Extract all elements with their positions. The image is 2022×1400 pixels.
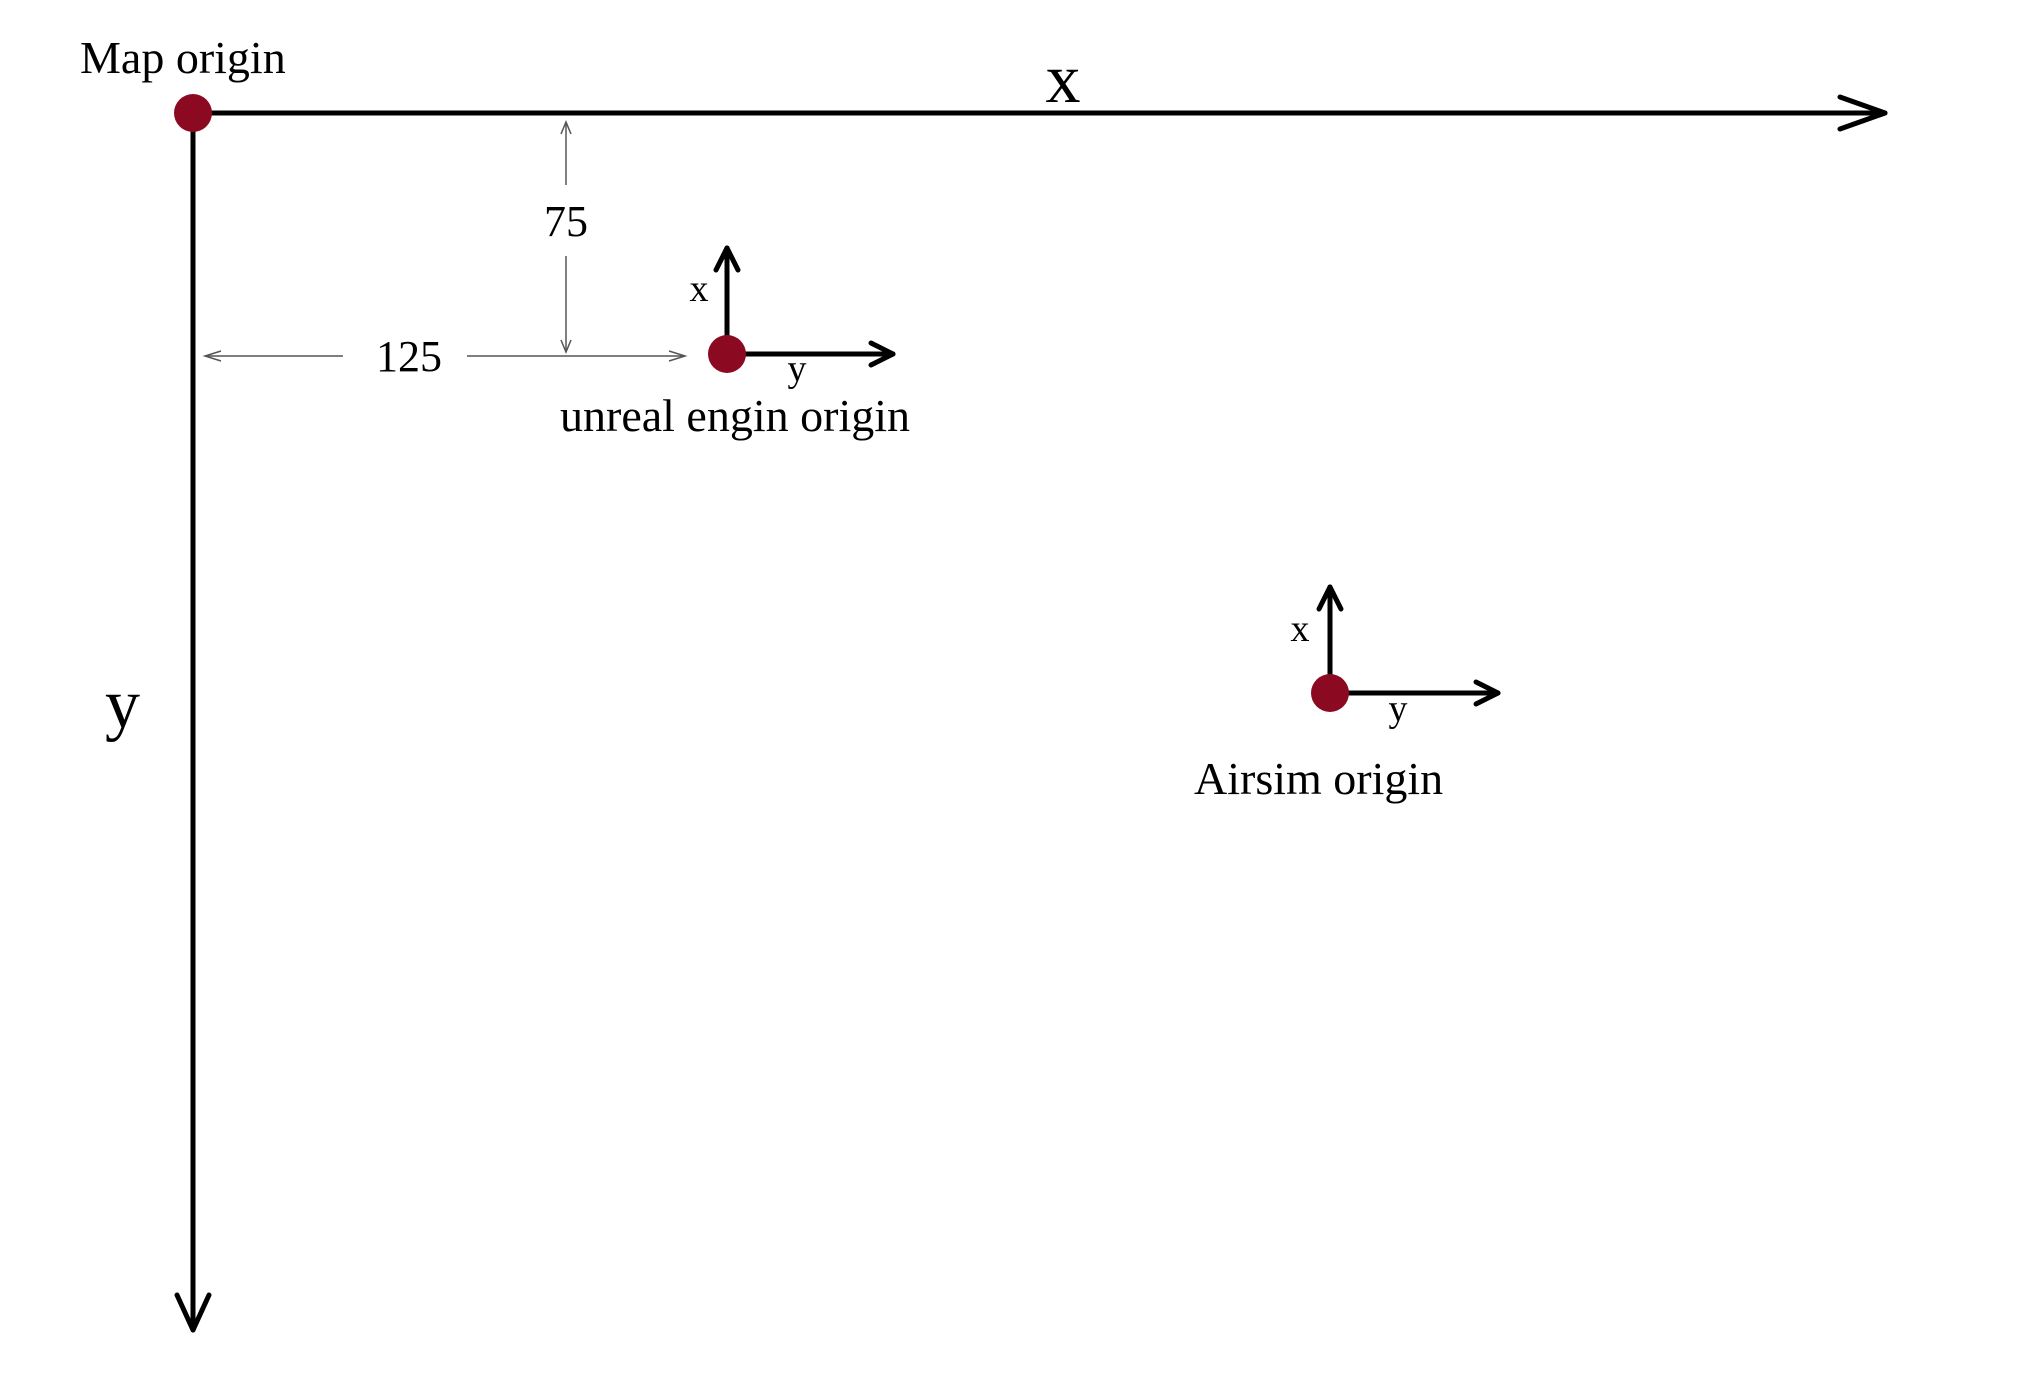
dimension-line-125 <box>202 350 688 362</box>
unreal-origin-axes <box>713 245 896 368</box>
map-x-axis-label: x <box>1045 41 1081 118</box>
unreal-origin-dot <box>708 335 746 373</box>
unreal-origin-label: unreal engin origin <box>560 390 911 441</box>
map-y-axis-label: y <box>105 666 140 743</box>
airsim-x-axis-label: x <box>1290 608 1310 650</box>
map-origin-label: Map origin <box>80 32 286 83</box>
map-x-axis <box>190 94 1888 132</box>
unreal-x-axis-label: x <box>689 268 709 310</box>
dimension-line-75 <box>560 120 572 354</box>
airsim-origin-dot <box>1311 674 1349 712</box>
map-y-axis <box>174 110 212 1333</box>
airsim-y-axis-label: y <box>1388 688 1408 730</box>
map-origin-dot <box>174 94 212 132</box>
unreal-y-axis-label: y <box>787 348 807 390</box>
airsim-origin-label: Airsim origin <box>1194 753 1444 804</box>
offset-horizontal-label: 125 <box>376 332 442 381</box>
offset-vertical-label: 75 <box>544 197 588 246</box>
